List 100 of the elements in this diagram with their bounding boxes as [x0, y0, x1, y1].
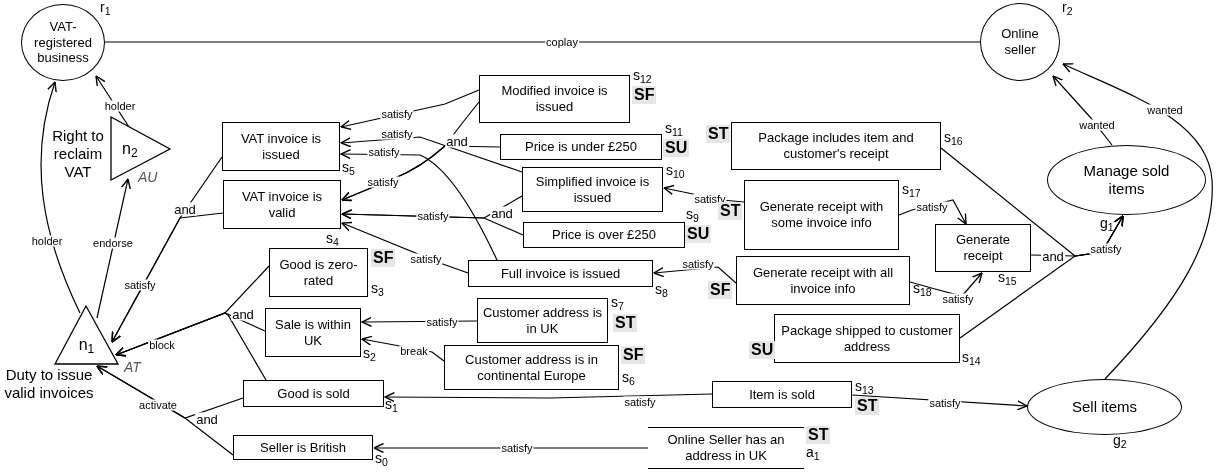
edge-label: activate	[138, 399, 178, 411]
edge-label: satisfy	[500, 442, 534, 454]
status-tag: SF	[632, 86, 657, 105]
norm-type: AT	[124, 360, 141, 374]
connector-arrow	[111, 212, 224, 343]
element-id: s$_{9}$	[686, 207, 699, 221]
edge-label: satisfy	[693, 193, 727, 205]
element-id: r$_{1}$	[100, 0, 111, 14]
element-id: s$_{15}$	[998, 270, 1017, 284]
edge-label: holder	[30, 235, 64, 247]
edge-label: satisfy	[409, 253, 443, 265]
goal-box: Full invoice is issued	[468, 260, 653, 287]
goal-box: Customer address is in continental Europe	[444, 345, 619, 390]
goal-box: Modified invoice is issued	[479, 75, 630, 123]
goal-box: Customer address is in UK	[477, 298, 608, 343]
element-id: r$_{2}$	[1062, 0, 1073, 14]
edge-label: satisfy	[367, 146, 401, 158]
edge-label: break	[399, 345, 429, 357]
edge-label: coplay	[545, 36, 579, 48]
element-id: s$_{5}$	[342, 160, 355, 174]
status-tag: SU	[685, 225, 712, 244]
element-id: a$_{1}$	[806, 445, 820, 459]
connector-arrow	[959, 215, 1124, 339]
goal-box: Package includes item and customer's receipt	[731, 122, 941, 170]
status-tag: ST	[806, 426, 831, 445]
element-id: s$_{18}$	[913, 281, 932, 295]
goal-ellipse: Sell items	[1027, 379, 1182, 435]
status-tag: SF	[371, 249, 396, 268]
edge-label: satisfy	[380, 108, 414, 120]
goal-box: Generate receipt with all invoice info	[736, 256, 910, 305]
goal-box: Package shipped to customer address	[774, 314, 960, 363]
edge-label: satisfy	[915, 201, 949, 213]
norm-caption: Right to reclaim VAT	[51, 127, 105, 181]
status-tag: ST	[706, 125, 731, 144]
junction-label: and	[490, 206, 514, 220]
connector-arrow	[1062, 63, 1213, 380]
edge-label: satisfy	[681, 258, 715, 270]
goal-box: Simplified invoice is issued	[522, 167, 663, 212]
goal-box: Item is sold	[712, 381, 852, 408]
status-tag: ST	[855, 397, 880, 416]
junction-label: and	[231, 307, 255, 321]
connector-arrow	[40, 81, 81, 314]
connector-arrow	[96, 178, 131, 319]
element-id: s$_{11}$	[665, 121, 683, 135]
status-tag: SU	[749, 341, 776, 360]
goal-box: VAT invoice is valid	[223, 180, 341, 229]
element-id: s$_{2}$	[363, 346, 376, 360]
edge-label: satisfy	[366, 176, 400, 188]
edge-label: block	[148, 339, 176, 351]
role-circle: Online seller	[980, 3, 1060, 81]
junction-label: and	[1041, 249, 1065, 263]
connector-arrow	[340, 148, 498, 261]
connector-arrow	[384, 391, 713, 403]
connector-arrow	[115, 312, 267, 381]
element-id: s$_{3}$	[371, 281, 384, 295]
element-id: s$_{6}$	[622, 370, 635, 384]
goal-ellipse: Manage sold items	[1047, 145, 1206, 215]
status-tag: ST	[718, 202, 743, 221]
edge-label: satisfy	[941, 293, 975, 305]
edge-label: satisfy	[623, 396, 657, 408]
goal-box: Good is sold	[243, 380, 384, 407]
element-id: s$_{14}$	[962, 350, 981, 364]
element-id: s$_{13}$	[855, 379, 874, 393]
goal-box: Price is under £250	[500, 134, 662, 160]
element-id: s$_{7}$	[611, 295, 624, 309]
junction-label: and	[195, 412, 219, 426]
status-tag: ST	[613, 314, 638, 333]
element-id: s$_{12}$	[633, 68, 652, 82]
edge-label: wanted	[1146, 104, 1184, 116]
norm-triangle: n$_{1}$	[54, 305, 119, 365]
status-tag: SF	[621, 346, 646, 365]
goal-box: Generate receipt	[935, 224, 1031, 272]
edge-label: satisfy	[928, 397, 962, 409]
edge-label: satisfy	[1089, 243, 1123, 255]
edge-label: satisfy	[416, 210, 450, 222]
element-id: g$_{2}$	[1113, 433, 1127, 447]
edge-label: wanted	[1078, 119, 1116, 131]
element-id: s$_{4}$	[326, 231, 339, 245]
connector-arrow	[373, 442, 649, 454]
goal-box: Generate receipt with some invoice info	[744, 180, 899, 250]
element-id: s$_{1}$	[385, 397, 398, 411]
norm-caption: Duty to issue valid invoices	[3, 366, 95, 402]
assumption-box: Online Seller has an address in UK	[648, 427, 804, 469]
norm-type: AU	[138, 170, 158, 184]
element-id: s$_{16}$	[944, 130, 963, 144]
element-id: s$_{10}$	[666, 163, 685, 177]
goal-box: Seller is British	[233, 435, 373, 460]
status-tag: SF	[708, 281, 733, 300]
junction-label: and	[173, 202, 197, 216]
goal-box: Price is over £250	[523, 222, 685, 248]
status-tag: SU	[663, 139, 690, 158]
edge-label: satisfy	[425, 316, 459, 328]
element-id: s$_{8}$	[655, 282, 668, 296]
edge-label: holder	[103, 100, 137, 112]
edge-label: satisfy	[380, 128, 414, 140]
goal-box: Sale is within UK	[265, 308, 361, 357]
goal-box: Good is zero-rated	[269, 248, 368, 297]
goal-box: VAT invoice is issued	[222, 122, 340, 171]
element-id: s$_{17}$	[902, 182, 921, 196]
junction-label: and	[445, 134, 469, 148]
